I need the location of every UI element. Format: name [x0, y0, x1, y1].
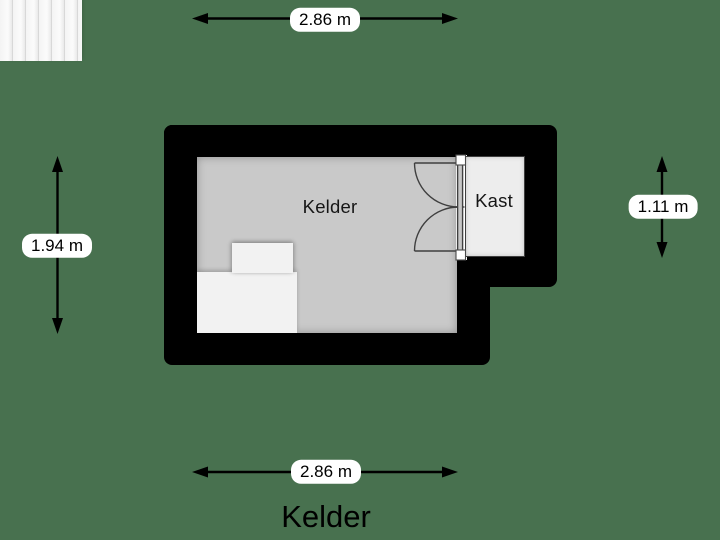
arrowhead-down-icon	[52, 318, 63, 334]
room-kast-floor	[465, 156, 525, 257]
stairs-upper-landing	[232, 243, 293, 273]
arrowhead-left-icon	[192, 466, 208, 478]
arrowhead-down-icon	[656, 242, 668, 258]
arrowhead-left-icon	[192, 13, 208, 24]
dimension-label-left: 1.94 m	[22, 233, 92, 259]
arrowhead-right-icon	[442, 13, 458, 24]
arrowhead-right-icon	[442, 466, 458, 478]
staircase-treads	[0, 0, 82, 61]
arrowhead-up-icon	[656, 156, 668, 172]
arrowhead-up-icon	[52, 156, 63, 172]
room-label-kast: Kast	[475, 190, 513, 211]
floor-title: Kelder	[281, 499, 371, 534]
dimension-label-right: 1.11 m	[628, 194, 698, 220]
room-label-kelder: Kelder	[302, 196, 358, 217]
dimension-label-top: 2.86 m	[290, 7, 360, 33]
stairs-landing	[197, 272, 297, 333]
dimension-label-bottom: 2.86 m	[291, 459, 361, 485]
